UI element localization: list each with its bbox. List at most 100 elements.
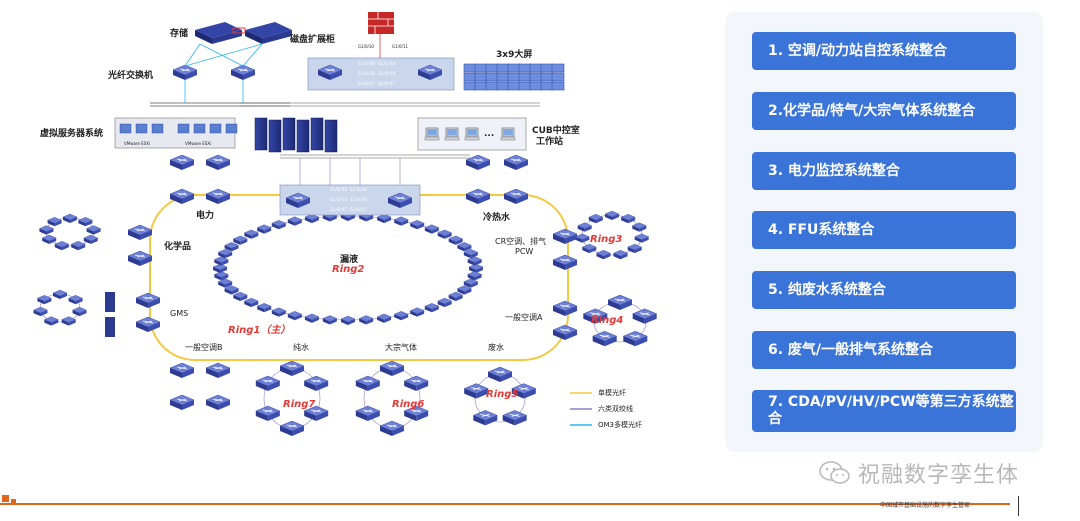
integration-list-panel: 1. 空调/动力站自控系统整合 2.化学品/特气/大宗气体系统整合 3. 电力监… [725,12,1043,452]
screen-panel [540,72,554,82]
fiber-switch-label: 光纤交换机 [107,69,153,81]
screen-panel [529,63,543,73]
svg-text:G2/0/48: G2/0/48 [378,61,395,66]
storage-label: 存储 [170,27,188,39]
svg-text:G2/0/50: G2/0/50 [378,71,395,76]
ring2-switch [304,313,320,324]
power-switch [169,154,195,171]
wechat-icon [819,461,850,484]
waste-water-label: 废水 [488,342,504,352]
cr-ac-switch [552,254,578,271]
pure-water-label: 纯水 [293,342,309,352]
vm-icon [225,123,238,134]
screen-panel [518,72,532,82]
power-switch [205,154,231,171]
vm-icon [119,123,132,134]
ring2-switch [243,229,259,240]
legend: 单模光纤 六类双绞线 OM3多模光纤 [570,388,642,429]
ring2-switch [393,216,409,227]
ring6-switch [379,360,405,377]
ring2-switch [468,263,484,274]
ring5-label: Ring5 [486,389,518,400]
screen-panel [474,81,488,91]
chemical-label: 化学品 [164,240,191,252]
vm-a-label: VMware ESXi [124,141,150,146]
ring7-switch [303,375,329,392]
ring6-switch [403,375,429,392]
vm-b-label: VMware ESXi [185,141,211,146]
server-unit [268,119,282,153]
ring4-label: Ring4 [591,315,623,326]
ring6-switch [379,420,405,437]
chemical-ring-switch [77,216,93,227]
workstation-label: 工作站 [536,135,563,147]
svg-text:G2/0/47: G2/0/47 [378,81,395,86]
screen-panel [529,81,543,91]
footer-divider [0,503,1010,505]
footer-separator [1018,496,1019,516]
ring2-switch [212,263,228,274]
ring2-switch [271,307,287,318]
ring2-switch [467,256,483,267]
gms-ring-switch [52,289,68,300]
chemical-ring-switch [86,225,102,236]
ring2-switch [322,315,338,325]
screen-panel [551,63,565,73]
firewall-icon [368,12,394,34]
ring3-switch [574,233,590,244]
ring2-switch [358,315,374,325]
ring2-switch [437,229,453,240]
ring2-switch [376,213,392,224]
vm-icon [177,123,190,134]
sub-rings [33,210,658,437]
ring2-switch [393,310,409,321]
ring4-switch [632,308,658,325]
screen-panel [540,63,554,73]
screen-panel [496,63,510,73]
screen-panel [496,81,510,91]
ring6-switch [355,375,381,392]
general-ac-b-label: 一般空调B [185,342,223,352]
ring2-switch [424,224,440,235]
port-label: G1/0/11 [392,44,408,49]
ring2-switch [424,302,440,313]
ring2-switch [232,291,248,302]
pcw-label: PCW [515,247,533,256]
legend-cat6: 六类双绞线 [598,404,633,413]
watermark: 祝融数字孪生体 [818,458,1019,488]
chemical-switch [127,224,153,241]
cold-hot-water-label: 冷热水 [483,211,511,223]
screen-panel [463,81,477,91]
chemical-ring-switch [54,240,70,251]
general-ac-b-switch [169,394,195,411]
cr-ac-label: CR空调、排气 [495,236,546,246]
power-switch [169,188,195,205]
footer-tagline: 中国城市基础设施的数字孪生管家 [880,502,971,509]
ring6-label: Ring6 [392,399,424,410]
ring2-loop [212,211,484,326]
vm-icon [151,123,164,134]
ring2-switch [376,313,392,324]
big-screen-wall [463,63,565,91]
integration-item-5: 5. 纯废水系统整合 [752,271,1016,309]
legend-om3: OM3多模光纤 [598,420,642,429]
fiber-switch-left [172,64,198,81]
general-ac-a-switch [552,300,578,317]
ring3-switch [604,210,620,221]
ring4-switch [607,294,633,311]
ring1-label: Ring1（主） [228,324,290,336]
gms-ring-switch [33,306,48,317]
ring5-switch [502,409,528,426]
svg-text:G1/0/48: G1/0/48 [330,187,347,192]
svg-text:...: ... [484,129,494,139]
general-ac-a-switch [552,324,578,341]
screen-panel [507,81,521,91]
ring5-switch [472,409,498,426]
bulk-gas-label: 大宗气体 [385,342,417,352]
gms-server [105,317,115,337]
gms-ring-switch [72,306,87,317]
ring3-switch [588,213,604,224]
screen-panel [551,81,565,91]
workstation-icon [444,127,460,141]
screen-panel [518,81,532,91]
